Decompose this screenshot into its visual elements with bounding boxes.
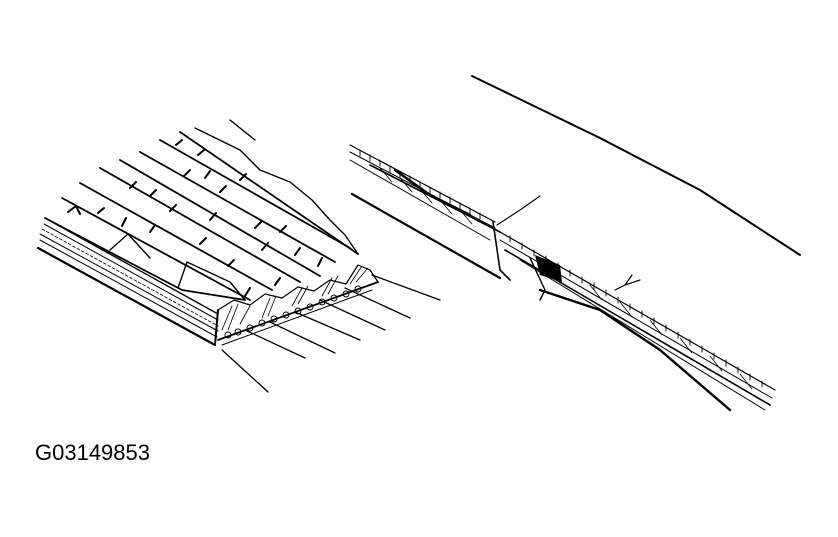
cracked-ribbed-belt-drawing [36,119,441,393]
belt-back-edge-line [471,75,801,256]
figure-id-label: G03149853 [35,440,150,465]
belt-layer-separation-drawing [349,75,801,412]
separated-layer-gap [535,255,562,282]
